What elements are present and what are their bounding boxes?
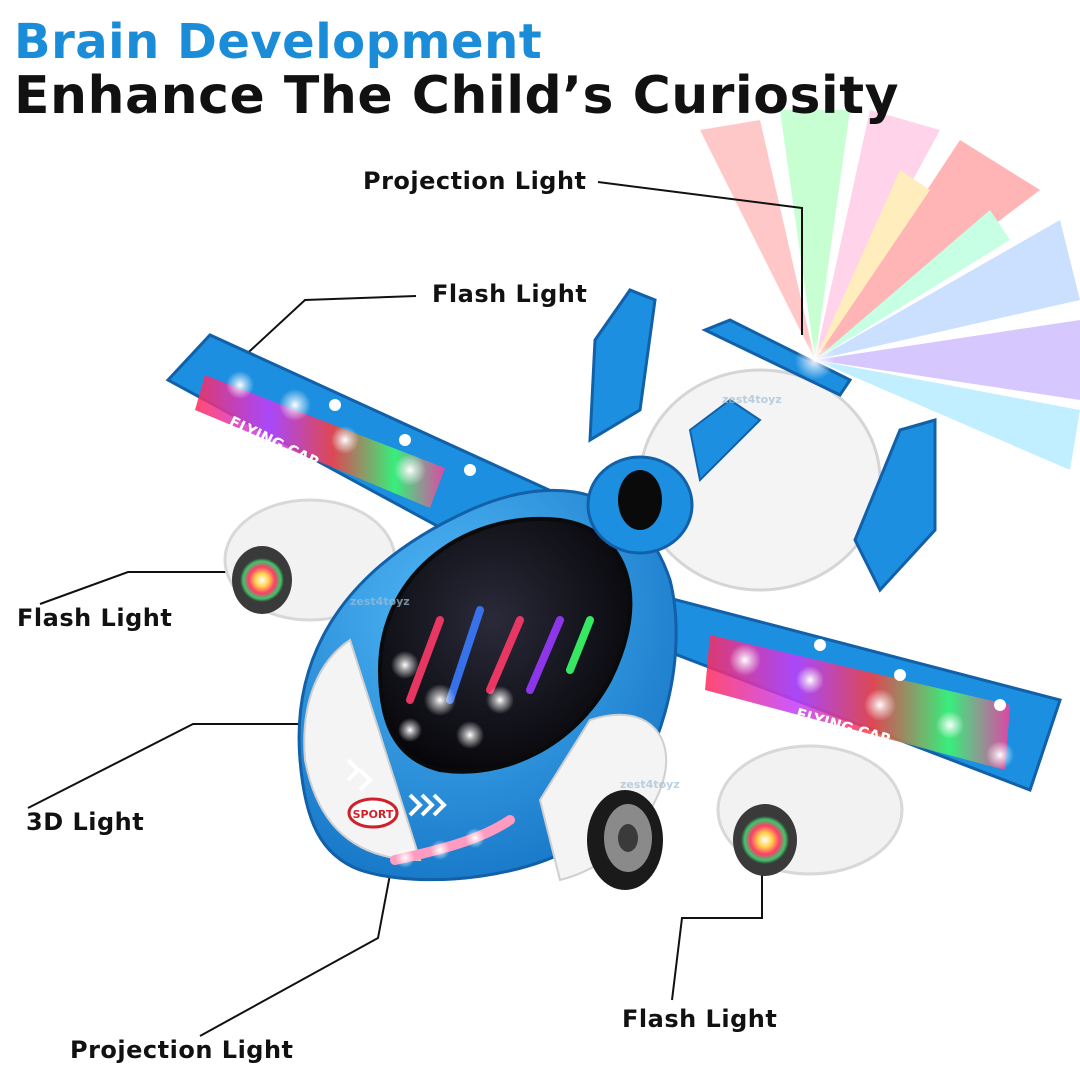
front-wheel	[587, 790, 663, 890]
right-engine	[716, 744, 904, 876]
sport-badge	[347, 797, 399, 829]
left-engine	[223, 498, 397, 622]
right-wing	[556, 578, 1062, 792]
headline-brain-development: Brain Development	[14, 14, 543, 70]
watermark-text: zest4toyz	[350, 595, 410, 608]
callout-flash-light-right-engine: Flash Light	[622, 1005, 778, 1033]
left-wing	[165, 333, 563, 562]
callout-flash-light-left-engine: Flash Light	[17, 604, 173, 632]
car-body	[297, 455, 694, 882]
watermark-text: zest4toyz	[620, 778, 680, 791]
projection-light-rays	[700, 110, 1080, 470]
3d-light-streaks	[406, 606, 594, 704]
callout-projection-light-top: Projection Light	[363, 167, 587, 195]
callout-flash-light-wing: Flash Light	[432, 280, 588, 308]
sport-badge-text: SPORT	[353, 808, 394, 821]
watermark-text: zest4toyz	[722, 393, 782, 406]
callout-3d-light: 3D Light	[26, 808, 145, 836]
headline-curiosity: Enhance The Child’s Curiosity	[14, 66, 899, 126]
tail-section	[588, 288, 937, 593]
callout-projection-light-bottom: Projection Light	[70, 1036, 294, 1064]
